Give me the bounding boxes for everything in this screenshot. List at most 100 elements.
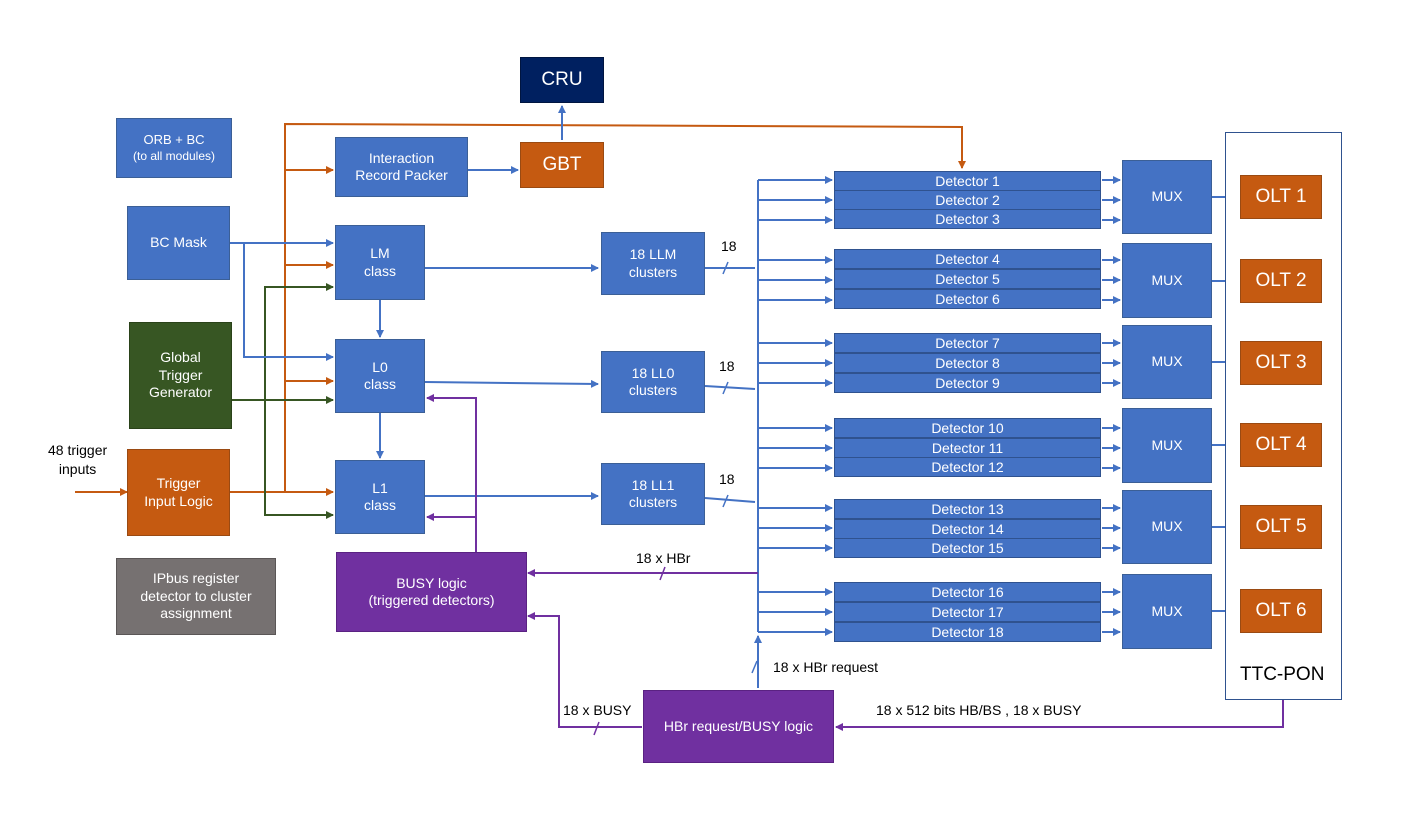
detector-1: Detector 1: [834, 171, 1101, 191]
detector-9: Detector 9: [834, 373, 1101, 393]
mux-1: MUX: [1122, 160, 1212, 234]
ipbus-line2: detector to cluster: [140, 587, 252, 604]
mux-6-label: MUX: [1151, 602, 1183, 619]
ipbus-register-block: IPbus register detector to cluster assig…: [116, 558, 276, 635]
gtg-line1: Global: [160, 349, 201, 366]
ll0-line1: 18 LL0: [631, 364, 675, 381]
ll1-clusters-block: 18 LL1 clusters: [601, 463, 705, 525]
gtg-line3: Generator: [148, 384, 213, 401]
gbt-label: GBT: [542, 154, 582, 176]
detector-13: Detector 13: [834, 499, 1101, 519]
olt-1: OLT 1: [1240, 175, 1322, 219]
til-line2: Input Logic: [144, 492, 213, 509]
l0-class-block: L0 class: [335, 339, 425, 413]
mux-1-label: MUX: [1151, 188, 1183, 205]
llm-clusters-block: 18 LLM clusters: [601, 232, 705, 295]
lm-class-block: LM class: [335, 225, 425, 300]
l1-line1: L1: [372, 479, 388, 496]
olt-3-label: OLT 3: [1255, 352, 1307, 374]
bus-ll1-label: 18: [719, 471, 735, 487]
l1-line2: class: [364, 497, 396, 513]
olt-5: OLT 5: [1240, 505, 1322, 549]
detector-17: Detector 17: [834, 602, 1101, 622]
cru-label: CRU: [541, 69, 583, 91]
bus-ll0-label: 18: [719, 358, 735, 374]
ll1-line1: 18 LL1: [631, 476, 675, 493]
busy-line2: (triggered detectors): [368, 592, 495, 608]
llm-line2: clusters: [628, 263, 678, 280]
lm-line2: class: [364, 262, 396, 279]
l1-class-block: L1 class: [335, 460, 425, 534]
data-wires: [230, 105, 1238, 688]
hbr-busy-label: HBr request/BUSY logic: [663, 717, 814, 734]
detector-8: Detector 8: [834, 353, 1101, 373]
ttc-pon-label: TTC-PON: [1240, 664, 1325, 685]
ll1-line2: clusters: [628, 494, 678, 510]
detector-14: Detector 14: [834, 519, 1101, 539]
interaction-record-packer-block: Interaction Record Packer: [335, 137, 468, 197]
trigger-input-logic-block: Trigger Input Logic: [127, 449, 230, 536]
orb-bc-line1: ORB + BC: [143, 132, 205, 148]
mux-6: MUX: [1122, 574, 1212, 649]
orb-bc-line2: (to all modules): [132, 148, 216, 163]
busy-wires: [426, 394, 1284, 731]
bc-mask-block: BC Mask: [127, 206, 230, 280]
detector-15: Detector 15: [834, 538, 1101, 558]
mux-5: MUX: [1122, 490, 1212, 564]
detector-10: Detector 10: [834, 418, 1101, 438]
lm-line1: LM: [370, 245, 390, 261]
busy-ticks: [593, 566, 666, 736]
olt-2: OLT 2: [1240, 259, 1322, 303]
hbr-busy-logic-block: HBr request/BUSY logic: [643, 690, 834, 763]
llm-line1: 18 LLM: [629, 246, 677, 262]
detector-18: Detector 18: [834, 622, 1101, 642]
hbr-label: 18 x HBr: [636, 550, 691, 566]
l0-line2: class: [364, 376, 396, 392]
detector-7: Detector 7: [834, 333, 1101, 353]
ipbus-line3: assignment: [160, 605, 232, 622]
mux-2: MUX: [1122, 243, 1212, 318]
bus-llm-label: 18: [721, 238, 737, 254]
busy-logic-block: BUSY logic (triggered detectors): [336, 552, 527, 632]
mux-4: MUX: [1122, 408, 1212, 483]
gbt-block: GBT: [520, 142, 604, 188]
trigger-inputs-line2: inputs: [58, 460, 97, 477]
olt-6: OLT 6: [1240, 589, 1322, 633]
olt-5-label: OLT 5: [1255, 516, 1307, 538]
hb-bs-label: 18 x 512 bits HB/BS , 18 x BUSY: [876, 702, 1082, 718]
ipbus-line1: IPbus register: [152, 570, 240, 587]
trigger-inputs-line1: 48 trigger: [48, 442, 108, 458]
orb-bc-wires: [75, 122, 966, 496]
olt-4-label: OLT 4: [1255, 434, 1307, 456]
trigger-inputs-label: 48 trigger inputs: [48, 441, 107, 479]
detector-16: Detector 16: [834, 582, 1101, 602]
detector-4: Detector 4: [834, 249, 1101, 269]
olt-6-label: OLT 6: [1255, 600, 1307, 622]
mux-5-label: MUX: [1151, 518, 1183, 535]
olt-1-label: OLT 1: [1255, 186, 1307, 208]
detector-6: Detector 6: [834, 289, 1101, 309]
global-trigger-wires: [232, 283, 334, 519]
bc-mask-label: BC Mask: [150, 234, 207, 251]
irp-line2: Record Packer: [355, 167, 448, 183]
mux-3-label: MUX: [1151, 353, 1183, 370]
detector-5: Detector 5: [834, 269, 1101, 289]
olt-4: OLT 4: [1240, 423, 1322, 467]
olt-2-label: OLT 2: [1255, 270, 1307, 292]
mux-2-label: MUX: [1151, 271, 1183, 288]
l0-line1: L0: [372, 358, 388, 375]
detector-3: Detector 3: [834, 209, 1101, 229]
busy-count-label: 18 x BUSY: [563, 702, 632, 718]
irp-line1: Interaction: [368, 149, 435, 166]
ll0-clusters-block: 18 LL0 clusters: [601, 351, 705, 413]
olt-3: OLT 3: [1240, 341, 1322, 385]
hbr-request-label: 18 x HBr request: [773, 659, 879, 675]
mux-3: MUX: [1122, 325, 1212, 399]
busy-line1: BUSY logic: [396, 574, 467, 591]
bus-ticks: [722, 261, 758, 674]
gtg-line2: Trigger: [158, 366, 203, 383]
detector-11: Detector 11: [834, 438, 1101, 458]
mux-4-label: MUX: [1151, 436, 1183, 453]
